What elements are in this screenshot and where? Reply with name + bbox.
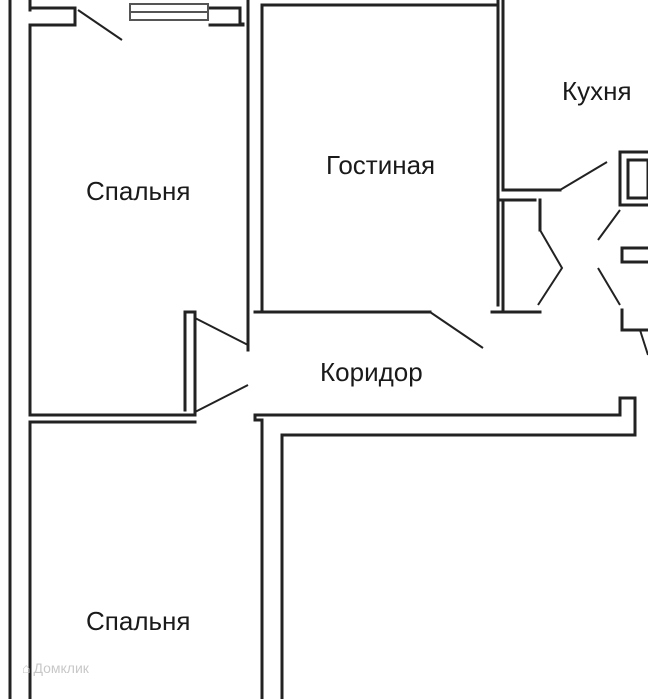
door-living <box>429 311 484 349</box>
watermark-logo-icon: ⌂ <box>22 660 31 676</box>
door-top-bedroom <box>77 9 123 41</box>
wall-right-mid <box>620 246 648 264</box>
room-label-corridor: Коридор <box>320 357 423 387</box>
wall-top-mid <box>208 6 242 27</box>
wall-bedroom-bottom-top <box>28 420 197 699</box>
door-closet-lower <box>194 384 249 413</box>
wall-living-left <box>260 3 500 312</box>
wall-bath-left <box>490 198 542 314</box>
wall-top-left <box>28 6 77 27</box>
wall-living-right <box>496 0 505 307</box>
watermark-text: Домклик <box>33 660 89 676</box>
outer-wall-left <box>8 0 32 699</box>
room-label-living-room: Гостиная <box>326 150 436 180</box>
wall-right-low <box>620 308 648 332</box>
wall-bedroom-top-bottom <box>28 310 197 417</box>
room-label-bedroom-bottom: Спальня <box>86 606 191 636</box>
door-bath-1 <box>537 229 564 306</box>
door-bath-2 <box>597 209 621 306</box>
wall-bedroom-top-right <box>241 0 250 352</box>
window-top <box>129 3 209 21</box>
door-closet-upper <box>194 317 249 346</box>
wall-right-fixtures <box>618 150 648 207</box>
wall-corridor-bottom <box>253 396 637 699</box>
room-label-bedroom-top: Спальня <box>86 176 191 206</box>
door-right <box>639 329 648 356</box>
watermark: ⌂ Домклик <box>22 660 89 676</box>
door-kitchen <box>559 161 608 191</box>
room-label-kitchen: Кухня <box>562 76 632 106</box>
